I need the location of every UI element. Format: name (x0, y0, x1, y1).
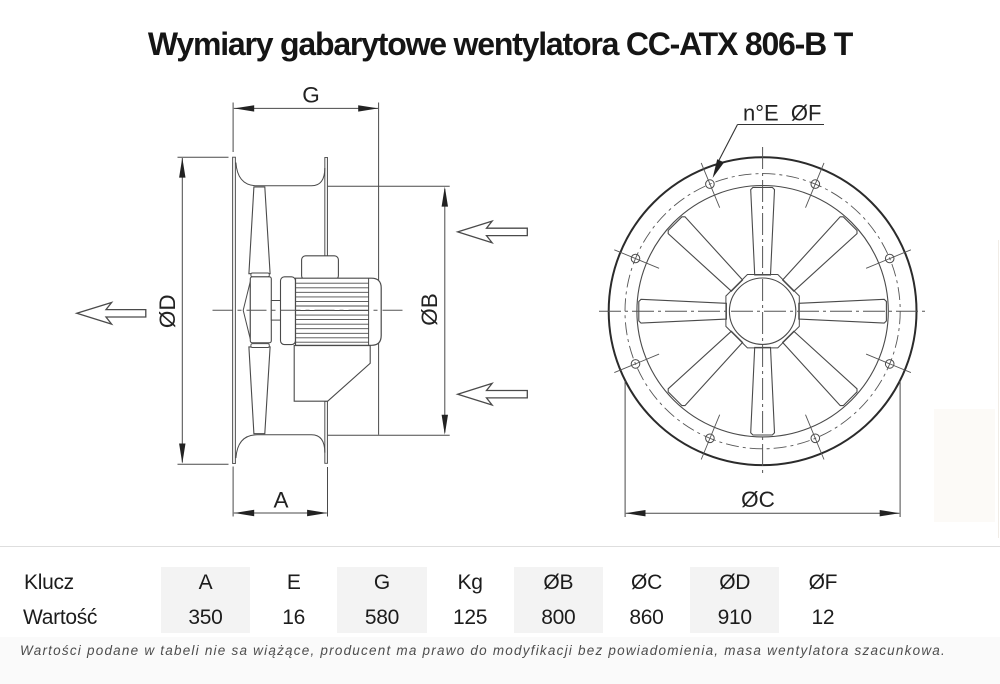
svg-text:G: G (302, 83, 320, 108)
svg-text:n°E ØF: n°E ØF (743, 101, 821, 126)
svg-text:ØB: ØB (417, 293, 442, 326)
svg-text:A: A (273, 488, 288, 513)
svg-text:ØC: ØC (741, 487, 775, 512)
svg-text:ØD: ØD (155, 294, 180, 328)
